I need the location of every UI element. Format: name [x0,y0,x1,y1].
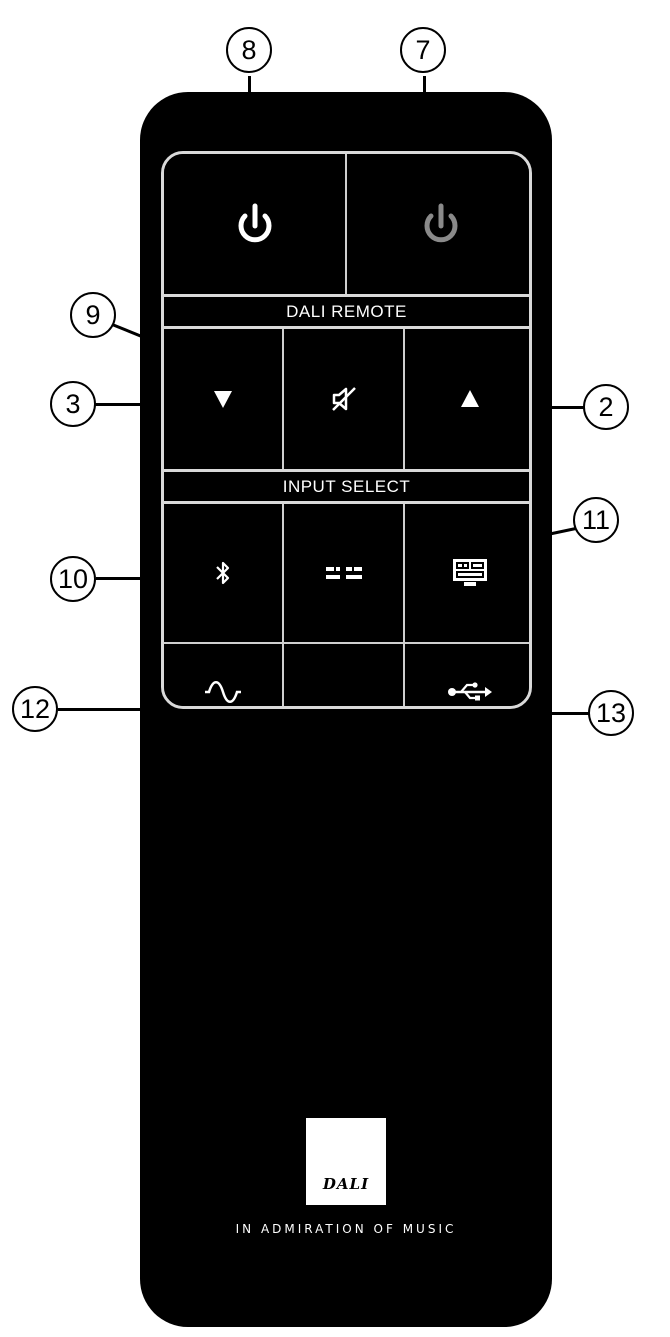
callout-line-12 [58,708,198,711]
callout-3: 3 [50,381,96,427]
volume-down-button[interactable] [164,329,284,469]
callout-11: 11 [573,497,619,543]
standby-all-button[interactable] [164,154,347,294]
tagline: IN ADMIRATION OF MUSIC [235,1222,457,1236]
bluetooth-input-button[interactable] [164,504,284,644]
triangle-down-icon [214,391,232,408]
volume-up-button[interactable] [405,329,529,469]
callout-7: 7 [400,27,446,73]
row2-extend [164,644,529,706]
callout-13: 13 [588,690,634,736]
optical-input-button[interactable] [284,504,405,644]
tv-input-button[interactable] [405,504,529,644]
power-icon [238,203,271,243]
standby-button[interactable] [347,154,529,294]
tv-icon [453,559,487,586]
sine-wave-icon [205,681,241,703]
callout-12: 12 [12,686,58,732]
callout-10: 10 [50,556,96,602]
mute-icon [331,387,356,411]
empty-button[interactable] [284,644,405,706]
dali-remote-label: DALI REMOTE [164,294,529,329]
callout-9: 9 [70,292,116,338]
analog-input-button[interactable] [164,644,284,706]
input-select-label: INPUT SELECT [164,469,529,504]
usb-input-button[interactable] [405,644,529,706]
logo-text: DALI [322,1175,370,1193]
power-icon-grey [424,203,458,243]
mute-button[interactable] [284,329,405,469]
dali-logo: DALI [306,1118,386,1205]
usb-icon [448,682,492,701]
triangle-up-icon [461,390,479,407]
optical-icon [325,567,362,579]
button-panel: DALI REMOTE INPUT SELECT [161,151,532,709]
callout-8: 8 [226,27,272,73]
callout-2: 2 [583,384,629,430]
bluetooth-icon [216,561,230,585]
